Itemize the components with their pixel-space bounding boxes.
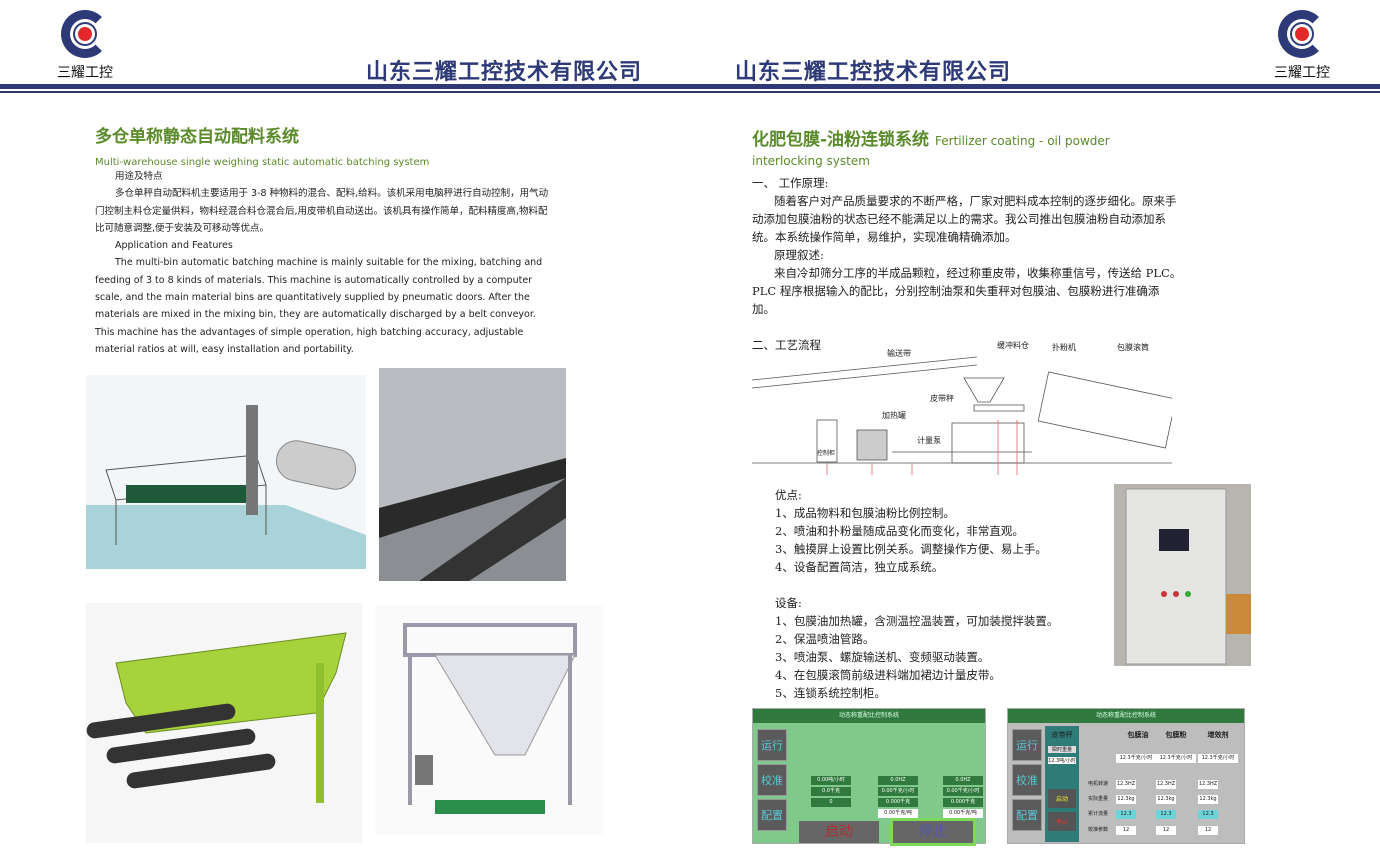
section-1-body: 随着客户对产品质量要求的不断严格，厂家对肥料成本控制的逐步细化。原来手动添加包膜… bbox=[752, 194, 1177, 244]
cn-heading: 用途及特点 bbox=[115, 171, 163, 182]
company-logo-left: 三耀工控 bbox=[50, 10, 120, 82]
hmi-value: 12.3千克/小时 bbox=[1116, 754, 1156, 763]
hmi-belt-scale-label: 皮带秤 bbox=[1051, 731, 1073, 739]
logo-icon bbox=[1278, 10, 1326, 58]
hmi-title: 动态称重配比控制系统 bbox=[753, 709, 985, 723]
hmi-value: 12.3千克/小时 bbox=[1198, 754, 1238, 763]
hmi-calibrate-button[interactable]: 校准 bbox=[757, 764, 787, 796]
process-flow-diagram: 输送带 缓冲料仓 扑粉机 包膜滚筒 皮带秤 加热罐 计量泵 控制柜 bbox=[752, 330, 1172, 475]
advantage-item: 3、触摸屏上设置比例关系。调整操作方便、易上手。 bbox=[775, 542, 1047, 556]
batching-machine-render bbox=[86, 375, 366, 569]
equipment-item: 5、连锁系统控制柜。 bbox=[775, 686, 886, 700]
factory-photo bbox=[379, 368, 566, 581]
left-title: 多仓单称静态自动配料系统 bbox=[95, 127, 299, 147]
hmi-value: 0.0HZ bbox=[878, 776, 918, 785]
hmi-stop-button[interactable]: 停止 bbox=[1048, 812, 1076, 831]
hmi-inst-label: 瞬时重量 bbox=[1048, 746, 1076, 753]
hmi-value: 0 bbox=[811, 798, 851, 807]
label-buffer-bin: 缓冲料仓 bbox=[997, 341, 1029, 350]
en-heading: Application and Features bbox=[115, 240, 233, 252]
advantages-heading: 优点: bbox=[775, 488, 802, 502]
hmi-cal-input[interactable]: 12 bbox=[1198, 826, 1218, 835]
right-title: 化肥包膜-油粉连锁系统 Fertilizer coating - oil pow… bbox=[752, 125, 1182, 170]
hmi-cal-input[interactable]: 12 bbox=[1156, 826, 1176, 835]
equipment-item: 2、保温喷油管路。 bbox=[775, 632, 875, 646]
company-name-left: 山东三耀工控技术有限公司 bbox=[366, 60, 643, 85]
cn-body: 多仓单秤自动配料机主要适用于 3-8 种物料的混合、配料,给料。该机采用电脑秤进… bbox=[95, 188, 549, 234]
left-subtitle: Multi-warehouse single weighing static a… bbox=[95, 157, 430, 168]
right-title-cn: 化肥包膜-油粉连锁系统 bbox=[752, 130, 930, 150]
single-hopper-render bbox=[375, 605, 604, 835]
hmi-setpoint-input[interactable]: 0.00千克/吨 bbox=[878, 809, 918, 818]
section-1-heading: 一、 工作原理: bbox=[752, 176, 829, 190]
hmi-col-header: 包膜粉 bbox=[1165, 731, 1187, 739]
hmi-value: 0.0千克 bbox=[811, 787, 851, 796]
hmi-cal-input[interactable]: 12 bbox=[1116, 826, 1136, 835]
advantage-item: 1、成品物料和包膜油粉比例控制。 bbox=[775, 506, 955, 520]
label-duster: 扑粉机 bbox=[1052, 343, 1076, 352]
label-metering-pump: 计量泵 bbox=[917, 436, 941, 445]
hmi-calibrate-button[interactable]: 校准 bbox=[1012, 764, 1042, 796]
principle-heading: 原理叙述: bbox=[774, 248, 824, 262]
right-title-en: Fertilizer coating - oil powder interloc… bbox=[752, 134, 1110, 168]
hmi-row-label: 电机转速 bbox=[1087, 781, 1108, 787]
hmi-inst-value: 12.3吨/小时 bbox=[1048, 757, 1076, 764]
hmi-stop-button[interactable]: 停止 bbox=[890, 818, 976, 846]
hmi-value: 0.00千克/小时 bbox=[878, 787, 918, 796]
equipment-item: 1、包膜油加热罐，含测温控温装置，可加装搅拌装置。 bbox=[775, 614, 1059, 628]
header-divider bbox=[0, 84, 1380, 89]
section-2-heading: 二、工艺流程 bbox=[752, 338, 821, 352]
hmi-row-label: 累计流量 bbox=[1087, 811, 1108, 817]
control-cabinet-photo bbox=[1114, 484, 1251, 666]
hmi-value: 0.000千克 bbox=[943, 798, 983, 807]
company-name-right: 山东三耀工控技术有限公司 bbox=[735, 60, 1012, 85]
hmi-row-label: 校准参数 bbox=[1087, 827, 1108, 833]
hmi-start-button[interactable]: 启动 bbox=[799, 821, 879, 843]
logo-text: 三耀工控 bbox=[57, 65, 113, 81]
equipment-item: 4、在包膜滚筒前级进料端加裙边计量皮带。 bbox=[775, 668, 1001, 682]
label-coating-drum: 包膜滚筒 bbox=[1117, 343, 1149, 352]
hmi-value: 12.3 bbox=[1116, 810, 1136, 819]
hmi-value: 12.3kg bbox=[1116, 795, 1136, 804]
hmi-config-button[interactable]: 配置 bbox=[1012, 799, 1042, 831]
label-conveyor: 输送带 bbox=[887, 349, 911, 358]
hmi-title: 动态称重配比控制系统 bbox=[1008, 709, 1244, 723]
header-divider-thin bbox=[0, 91, 1380, 93]
hmi-screen-1: 动态称重配比控制系统 运行 校准 配置 0.00吨/小时 0.0千克 0 0.0… bbox=[752, 708, 986, 846]
hmi-value: 12.3HZ bbox=[1198, 780, 1218, 789]
hmi-run-button[interactable]: 运行 bbox=[757, 729, 787, 761]
hmi-start-button[interactable]: 启动 bbox=[1048, 789, 1076, 808]
label-control-cabinet: 控制柜 bbox=[817, 450, 836, 457]
hmi-value: 12.3HZ bbox=[1156, 780, 1176, 789]
en-body: The multi-bin automatic batching machine… bbox=[95, 257, 543, 355]
hmi-run-button[interactable]: 运行 bbox=[1012, 729, 1042, 761]
hmi-value: 12.3 bbox=[1156, 810, 1176, 819]
label-belt-scale: 皮带秤 bbox=[930, 394, 954, 403]
hmi-value: 12.3kg bbox=[1198, 795, 1218, 804]
equipment-heading: 设备: bbox=[775, 596, 802, 610]
hmi-value: 0.000千克 bbox=[878, 798, 918, 807]
hopper-belt-render bbox=[86, 603, 362, 843]
hmi-setpoint-input[interactable]: 0.00千克/吨 bbox=[943, 809, 983, 818]
hmi-col-header: 包膜油 bbox=[1127, 731, 1149, 739]
hmi-screen-2: 动态称重配比控制系统 运行 校准 配置 皮带秤 瞬时重量 12.3吨/小时 启动… bbox=[1007, 708, 1245, 844]
logo-text: 三耀工控 bbox=[1274, 65, 1330, 81]
hmi-value: 0.00吨/小时 bbox=[811, 776, 851, 785]
advantage-item: 4、设备配置简洁，独立成系统。 bbox=[775, 560, 944, 574]
hmi-value: 12.3 bbox=[1198, 810, 1218, 819]
company-logo-right: 三耀工控 bbox=[1267, 10, 1337, 82]
hmi-col-header: 增效剂 bbox=[1207, 731, 1229, 739]
hmi-value: 12.3kg bbox=[1156, 795, 1176, 804]
hmi-row-label: 实际重量 bbox=[1087, 796, 1108, 802]
equipment-item: 3、喷油泵、螺旋输送机、变频驱动装置。 bbox=[775, 650, 990, 664]
hmi-value: 12.3千克/小时 bbox=[1156, 754, 1196, 763]
hmi-value: 0.00千克/小时 bbox=[943, 787, 983, 796]
principle-body: 来自冷却筛分工序的半成品颗粒，经过称重皮带，收集称重信号，传送给 PLC。PLC… bbox=[752, 266, 1182, 316]
advantage-item: 2、喷油和扑粉量随成品变化而变化，非常直观。 bbox=[775, 524, 1024, 538]
hmi-config-button[interactable]: 配置 bbox=[757, 799, 787, 831]
hmi-value: 12.3HZ bbox=[1116, 780, 1136, 789]
hmi-value: 0.0HZ bbox=[943, 776, 983, 785]
label-heating-tank: 加热罐 bbox=[882, 411, 906, 420]
logo-icon bbox=[61, 10, 109, 58]
